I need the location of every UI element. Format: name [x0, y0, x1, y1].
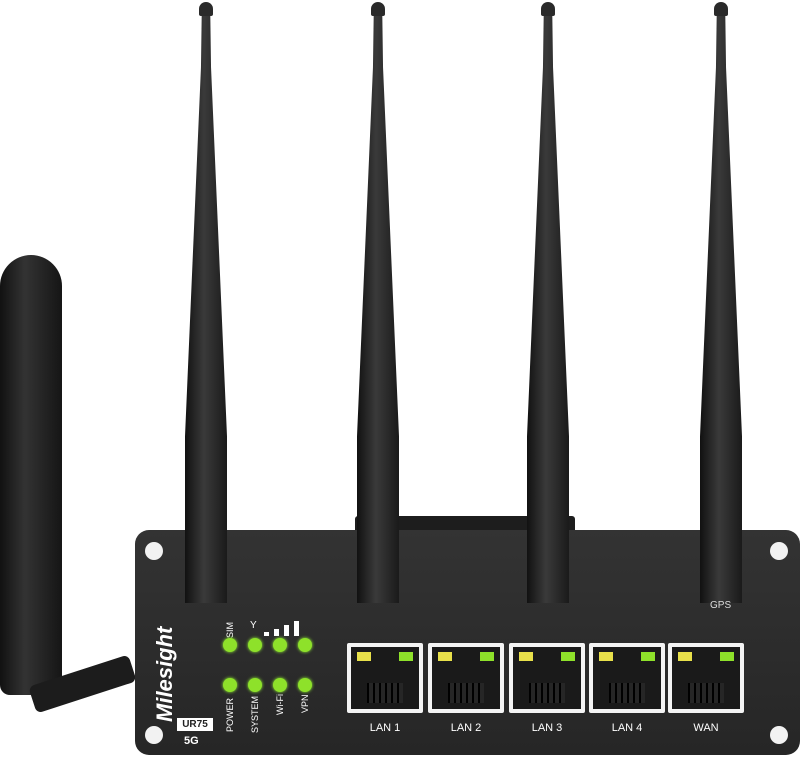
- ethernet-port-wan[interactable]: [668, 643, 744, 713]
- port-label: LAN 2: [450, 722, 482, 734]
- port-label: LAN 1: [369, 722, 401, 734]
- antenna-tip: [199, 2, 213, 16]
- led-label-sim: SIM: [225, 621, 235, 638]
- antenna-tip: [371, 2, 385, 16]
- antenna: [357, 8, 399, 603]
- brand-logo: Milesight: [152, 626, 177, 722]
- gps-label: GPS: [710, 600, 732, 611]
- led-signal-1: [248, 638, 262, 652]
- ethernet-port-lan3[interactable]: [509, 643, 585, 713]
- port-label: LAN 3: [531, 722, 563, 734]
- led-system: [248, 678, 262, 692]
- led-signal-3: [298, 638, 312, 652]
- port-label: LAN 4: [611, 722, 643, 734]
- antenna: [527, 8, 569, 603]
- ethernet-port-lan4[interactable]: [589, 643, 665, 713]
- led-wifi: [273, 678, 287, 692]
- led-label-power: POWER: [225, 697, 235, 732]
- signal-bar: [284, 625, 289, 636]
- antenna-tip: [541, 2, 555, 16]
- mount-hole: [145, 542, 163, 560]
- mount-hole: [770, 726, 788, 744]
- led-vpn: [298, 678, 312, 692]
- mount-hole: [145, 726, 163, 744]
- ethernet-port-lan1[interactable]: [347, 643, 423, 713]
- signal-bar: [264, 632, 269, 636]
- led-label-wifi: Wi-Fi: [275, 694, 285, 715]
- antenna: [700, 8, 742, 603]
- network-label: 5G: [184, 735, 199, 747]
- led-label-vpn: VPN: [300, 694, 310, 713]
- mount-hole: [770, 542, 788, 560]
- signal-bar: [274, 629, 279, 636]
- led-label-system: SYSTEM: [250, 695, 260, 733]
- side-antenna: [0, 255, 62, 695]
- antenna-tip: [714, 2, 728, 16]
- ethernet-port-lan2[interactable]: [428, 643, 504, 713]
- led-sim: [223, 638, 237, 652]
- antenna-signal-icon: Y: [250, 620, 257, 631]
- led-power: [223, 678, 237, 692]
- port-label: WAN: [693, 722, 719, 734]
- antenna: [185, 8, 227, 603]
- led-signal-2: [273, 638, 287, 652]
- signal-bar: [294, 621, 299, 636]
- router-front-panel: [135, 530, 800, 755]
- model-badge: UR75: [177, 718, 213, 731]
